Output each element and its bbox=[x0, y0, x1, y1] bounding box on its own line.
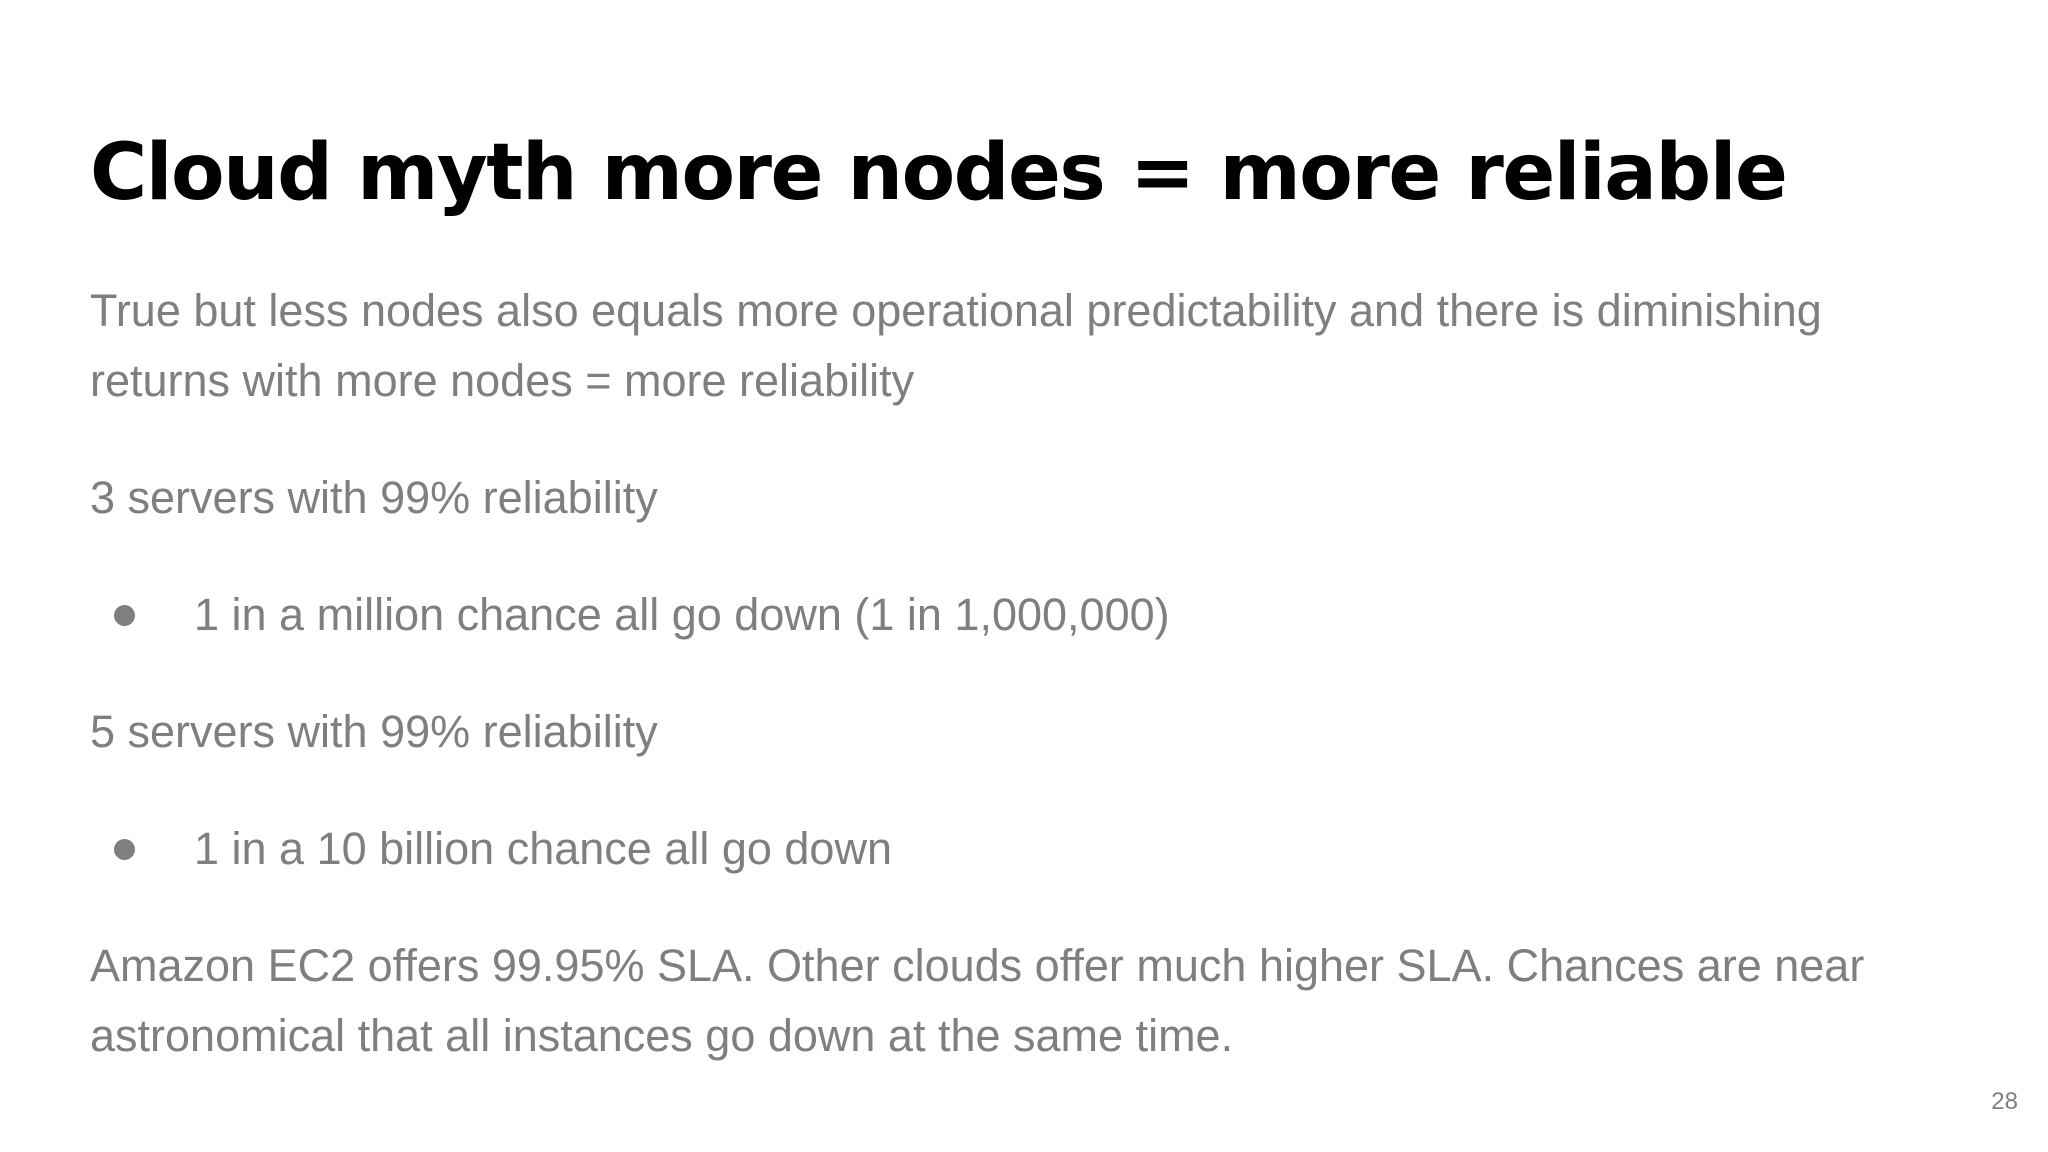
scenario-1-bullet-text: 1 in a million chance all go down (1 in … bbox=[194, 589, 1170, 640]
slide-title: Cloud myth more nodes = more reliable bbox=[90, 128, 1788, 218]
intro-paragraph: True but less nodes also equals more ope… bbox=[90, 285, 1822, 406]
scenario-2-heading: 5 servers with 99% reliability bbox=[90, 706, 658, 757]
conclusion-paragraph: Amazon EC2 offers 99.95% SLA. Other clou… bbox=[90, 940, 1865, 1061]
page-number: 28 bbox=[1991, 1088, 2018, 1115]
list-item: 1 in a 10 billion chance all go down bbox=[90, 814, 1890, 884]
bullet-icon bbox=[114, 839, 135, 860]
scenario-2-bullet-text: 1 in a 10 billion chance all go down bbox=[194, 823, 892, 874]
list-item: 1 in a million chance all go down (1 in … bbox=[90, 580, 1890, 650]
scenario-1-heading: 3 servers with 99% reliability bbox=[90, 472, 658, 523]
bullet-icon bbox=[114, 605, 135, 626]
